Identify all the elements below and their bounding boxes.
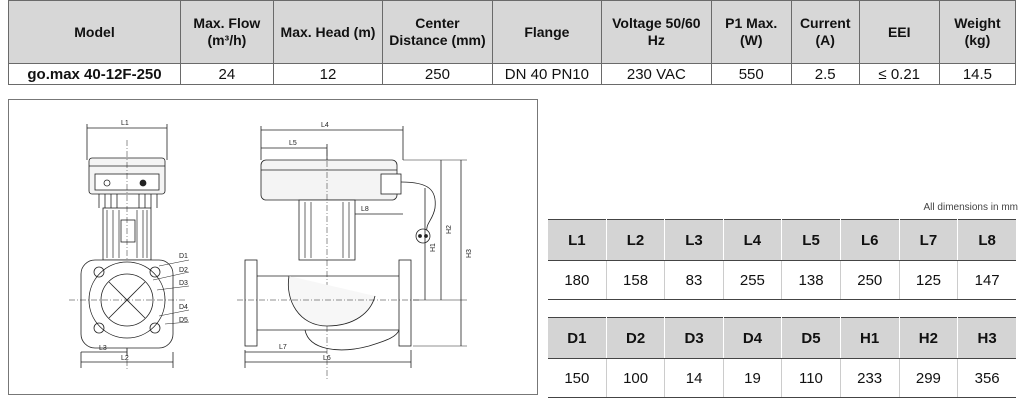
dim-dh-header-row: D1 D2 D3 D4 D5 H1 H2 H3: [548, 317, 1016, 359]
dim-value: 125: [899, 260, 959, 300]
pump-drawing-svg: L1: [69, 120, 473, 380]
spec-voltage: 230 VAC: [601, 63, 712, 85]
dim-header: L1: [548, 219, 607, 261]
dim-header: L2: [606, 219, 666, 261]
spec-header-head: Max. Head (m): [272, 0, 384, 64]
spec-header-p1: P1 Max. (W): [710, 0, 792, 64]
front-view: L1: [69, 120, 190, 370]
dimension-table-l: L1 L2 L3 L4 L5 L6 L7 L8 180 158 83 255 1…: [548, 219, 1016, 300]
spec-data-row: go.max 40-12F-250 24 12 250 DN 40 PN10 2…: [8, 63, 1017, 85]
dim-value: 233: [840, 358, 900, 398]
dim-value: 19: [723, 358, 783, 398]
pump-dimension-drawing: L1: [8, 99, 538, 395]
dim-dh-value-row: 150 100 14 19 110 233 299 356: [548, 358, 1016, 398]
dim-header: L7: [899, 219, 959, 261]
spec-center-distance: 250: [382, 63, 493, 85]
label-h1: H1: [430, 243, 437, 252]
dimension-table-d-h: D1 D2 D3 D4 D5 H1 H2 H3 150 100 14 19 11…: [548, 317, 1016, 398]
label-d2: D2: [179, 267, 188, 274]
label-l3: L3: [99, 345, 107, 352]
label-l4: L4: [321, 122, 329, 129]
spec-header-current: Current (A): [790, 0, 860, 64]
dim-header: D3: [664, 317, 724, 359]
dim-header: L8: [957, 219, 1016, 261]
dim-value: 158: [606, 260, 666, 300]
dim-value: 255: [723, 260, 783, 300]
dim-l-header-row: L1 L2 L3 L4 L5 L6 L7 L8: [548, 219, 1016, 261]
dim-value: 147: [957, 260, 1016, 300]
dim-header: L4: [723, 219, 783, 261]
dim-value: 14: [664, 358, 724, 398]
spec-header-weight: Weight (kg): [938, 0, 1017, 64]
spec-header-flange: Flange: [491, 0, 603, 64]
spec-weight: 14.5: [938, 63, 1017, 85]
dim-value: 250: [840, 260, 900, 300]
dim-header: L3: [664, 219, 724, 261]
dim-header: D4: [723, 317, 783, 359]
label-d4: D4: [179, 304, 188, 311]
spec-header-eei: EEI: [858, 0, 940, 64]
dim-header: L6: [840, 219, 900, 261]
spec-eei: ≤ 0.21: [858, 63, 940, 85]
label-l2: L2: [121, 355, 129, 362]
label-d3: D3: [179, 280, 188, 287]
label-d5: D5: [179, 317, 188, 324]
label-l5: L5: [289, 140, 297, 147]
label-l8: L8: [361, 206, 369, 213]
dim-header: D2: [606, 317, 666, 359]
spec-head: 12: [272, 63, 384, 85]
spec-flange: DN 40 PN10: [491, 63, 603, 85]
label-l7: L7: [279, 344, 287, 351]
dimensions-note: All dimensions in mm: [923, 202, 1018, 213]
dim-value: 150: [548, 358, 607, 398]
label-h3: H3: [466, 249, 473, 258]
spec-header-model: Model: [8, 0, 181, 64]
dim-header: H2: [899, 317, 959, 359]
spec-header-voltage: Voltage 50/60 Hz: [601, 0, 712, 64]
dim-header: D5: [781, 317, 841, 359]
dim-value: 180: [548, 260, 607, 300]
dim-header: H1: [840, 317, 900, 359]
label-l6: L6: [323, 355, 331, 362]
dim-value: 138: [781, 260, 841, 300]
spec-flow: 24: [180, 63, 274, 85]
dim-header: H3: [957, 317, 1016, 359]
spec-current: 2.5: [790, 63, 860, 85]
dim-header: L5: [781, 219, 841, 261]
spec-header-flow: Max. Flow (m³/h): [180, 0, 274, 64]
side-view: L4 L5 L8: [237, 122, 473, 380]
dim-value: 100: [606, 358, 666, 398]
label-d1: D1: [179, 253, 188, 260]
label-l1: L1: [121, 120, 129, 127]
spec-header-center-distance: Center Distance (mm): [382, 0, 493, 64]
spec-p1: 550: [710, 63, 792, 85]
dim-value: 356: [957, 358, 1016, 398]
dim-l-value-row: 180 158 83 255 138 250 125 147: [548, 260, 1016, 300]
spec-table: Model Max. Flow (m³/h) Max. Head (m) Cen…: [8, 0, 1017, 85]
spec-model: go.max 40-12F-250: [8, 63, 181, 85]
spec-header-row: Model Max. Flow (m³/h) Max. Head (m) Cen…: [8, 0, 1017, 64]
label-h2: H2: [446, 225, 453, 234]
dim-value: 83: [664, 260, 724, 300]
dim-value: 110: [781, 358, 841, 398]
dim-value: 299: [899, 358, 959, 398]
dim-header: D1: [548, 317, 607, 359]
